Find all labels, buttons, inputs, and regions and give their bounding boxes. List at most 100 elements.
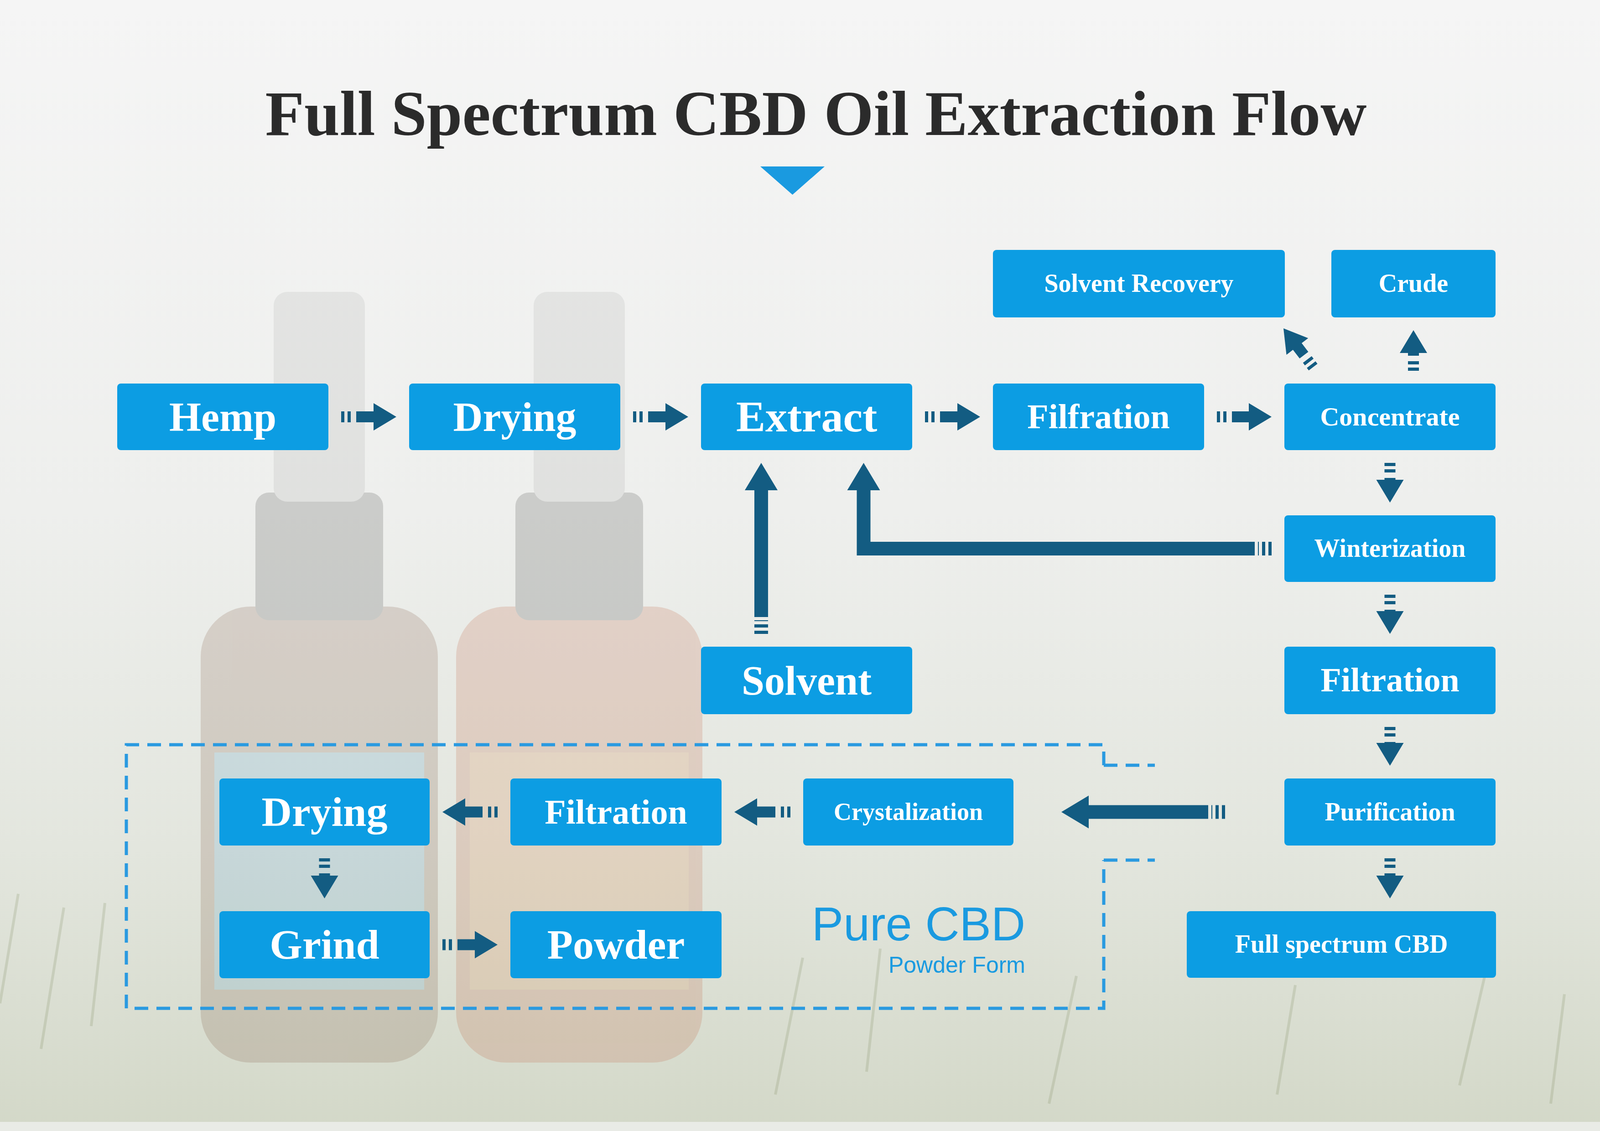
arrow-head — [373, 403, 397, 431]
box-label: Filtration — [544, 793, 687, 832]
process-box: Filfration — [992, 383, 1205, 451]
arrow-head — [847, 462, 881, 491]
box-label: Filtration — [1320, 661, 1460, 699]
diagram-title: Full Spectrum CBD Oil Extraction Flow — [0, 76, 1600, 151]
arrow-tail — [1257, 541, 1272, 556]
arrow-tail — [1384, 727, 1396, 739]
box-label: Powder — [547, 921, 685, 968]
box-label: Solvent Recovery — [1044, 269, 1234, 298]
arrow-head — [1376, 875, 1404, 899]
box-label: Crude — [1378, 269, 1449, 298]
process-box: Crystalization — [803, 778, 1014, 846]
arrow-head — [665, 403, 689, 431]
arrow-head — [1376, 479, 1404, 503]
box-label: Hemp — [169, 394, 277, 440]
box-label: Grind — [269, 921, 380, 968]
arrow-head — [1283, 328, 1309, 355]
flow-arrow — [341, 403, 397, 431]
arrow-head — [1399, 330, 1428, 354]
flow-arrow — [311, 858, 339, 899]
flow-arrow — [1283, 328, 1314, 368]
box-label: Drying — [261, 789, 388, 836]
arrow-stem — [863, 489, 1255, 549]
box-label: Winterization — [1314, 534, 1466, 563]
arrow-head — [442, 798, 466, 826]
arrow-tail — [1211, 805, 1226, 820]
arrow-tail — [1384, 858, 1396, 871]
arrow-tail — [1384, 462, 1396, 475]
arrow-tail — [778, 806, 791, 818]
process-box: Hemp — [117, 383, 329, 451]
box-label: Crystalization — [833, 798, 983, 826]
arrow-tail — [633, 411, 645, 423]
box-label: Concentrate — [1319, 402, 1460, 432]
box-label: Extract — [736, 392, 878, 442]
arrow-stem — [356, 411, 375, 423]
arrow-tail — [1305, 357, 1314, 368]
process-box: Drying — [409, 383, 621, 451]
process-box: Purification — [1284, 778, 1496, 846]
flow-arrow — [1376, 594, 1404, 634]
flow-arrow — [1061, 795, 1226, 829]
box-label: Drying — [453, 394, 577, 440]
flow-arrow — [734, 798, 791, 826]
process-box: Powder — [510, 911, 722, 979]
group-subheading: Powder Form — [888, 952, 1026, 978]
process-box: Winterization — [1284, 515, 1496, 582]
arrow-head — [1061, 795, 1089, 829]
process-box: Solvent Recovery — [992, 249, 1285, 318]
arrow-stem — [457, 939, 476, 951]
arrow-stem — [756, 806, 776, 818]
process-box: Filtration — [510, 778, 722, 846]
arrow-tail — [319, 858, 331, 871]
flow-arrow — [1376, 727, 1404, 766]
process-box: Grind — [219, 911, 430, 979]
dashed-group: Pure CBDPowder Form Drying Filtration Cryst… — [124, 742, 1155, 1011]
process-box: Solvent — [701, 646, 913, 715]
arrow-stem — [1087, 805, 1209, 820]
arrow-stem — [464, 806, 483, 818]
arrow-tail — [1384, 594, 1396, 607]
arrow-stem — [648, 411, 667, 423]
arrow-head — [1376, 611, 1404, 634]
arrow-head — [311, 875, 339, 899]
arrow-stem — [940, 411, 959, 423]
flow-arrow — [442, 798, 498, 826]
process-box: Drying — [219, 778, 430, 846]
flow-arrow — [744, 462, 778, 634]
arrow-head — [474, 931, 498, 959]
flow-arrow — [1376, 462, 1404, 503]
title-marker — [760, 166, 825, 195]
arrow-head — [744, 462, 778, 491]
flow-arrow — [1376, 858, 1404, 899]
box-label: Purification — [1324, 798, 1455, 827]
box-label: Solvent — [741, 658, 872, 704]
flow-arrow — [633, 403, 689, 431]
arrow-tail — [924, 411, 937, 423]
process-box: Concentrate — [1284, 383, 1496, 451]
arrow-tail — [1216, 411, 1229, 423]
flow-arrow — [847, 462, 1272, 549]
arrow-head — [734, 798, 758, 826]
process-box: Extract — [701, 383, 913, 451]
process-box: Filtration — [1284, 646, 1496, 715]
arrow-stem — [1231, 411, 1250, 423]
arrow-tail — [754, 620, 769, 634]
flow-arrow — [1216, 403, 1272, 431]
box-label: Full spectrum CBD — [1235, 930, 1449, 959]
arrow-stem — [754, 489, 769, 618]
arrow-head — [1376, 742, 1404, 766]
flow-arrow — [442, 931, 498, 959]
box-label: Filfration — [1027, 397, 1170, 437]
arrow-stem — [1296, 345, 1304, 356]
process-box: Full spectrum CBD — [1186, 911, 1497, 978]
arrow-head — [957, 403, 981, 431]
arrow-tail — [1407, 358, 1419, 371]
group-heading: Pure CBD — [811, 898, 1026, 951]
arrow-tail — [442, 939, 455, 951]
flow-arrow — [1399, 330, 1428, 371]
arrow-tail — [341, 411, 354, 423]
arrow-head — [1248, 403, 1272, 431]
process-box: Crude — [1331, 249, 1496, 318]
